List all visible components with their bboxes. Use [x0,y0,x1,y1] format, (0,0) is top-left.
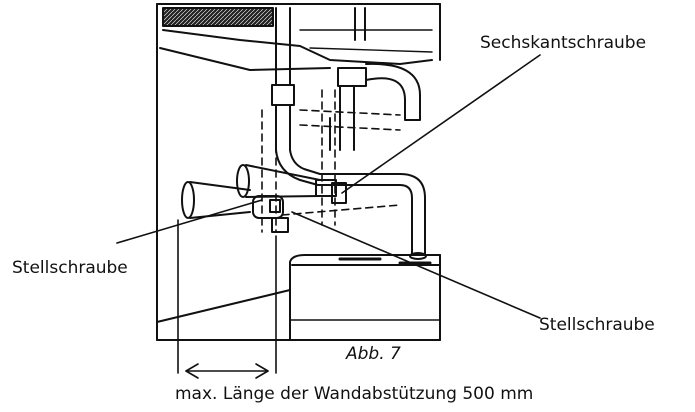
vertical-pipe [271,7,321,186]
support-rods [181,164,347,233]
label-adjust-screw-right: Stellschraube [539,315,655,335]
detail-frame [156,3,441,341]
figure-caption: Abb. 7 [346,344,401,364]
boiler-unit [156,254,441,341]
dimension-label: max. Länge der Wandabstützung 500 mm [175,384,534,404]
right-pipe [329,62,421,151]
dimension-lines [177,219,277,379]
leader-lines [116,54,541,319]
label-adjust-screw-left: Stellschraube [12,258,128,278]
label-hex-screw: Sechskantschraube [480,33,647,53]
top-unit [159,7,433,71]
